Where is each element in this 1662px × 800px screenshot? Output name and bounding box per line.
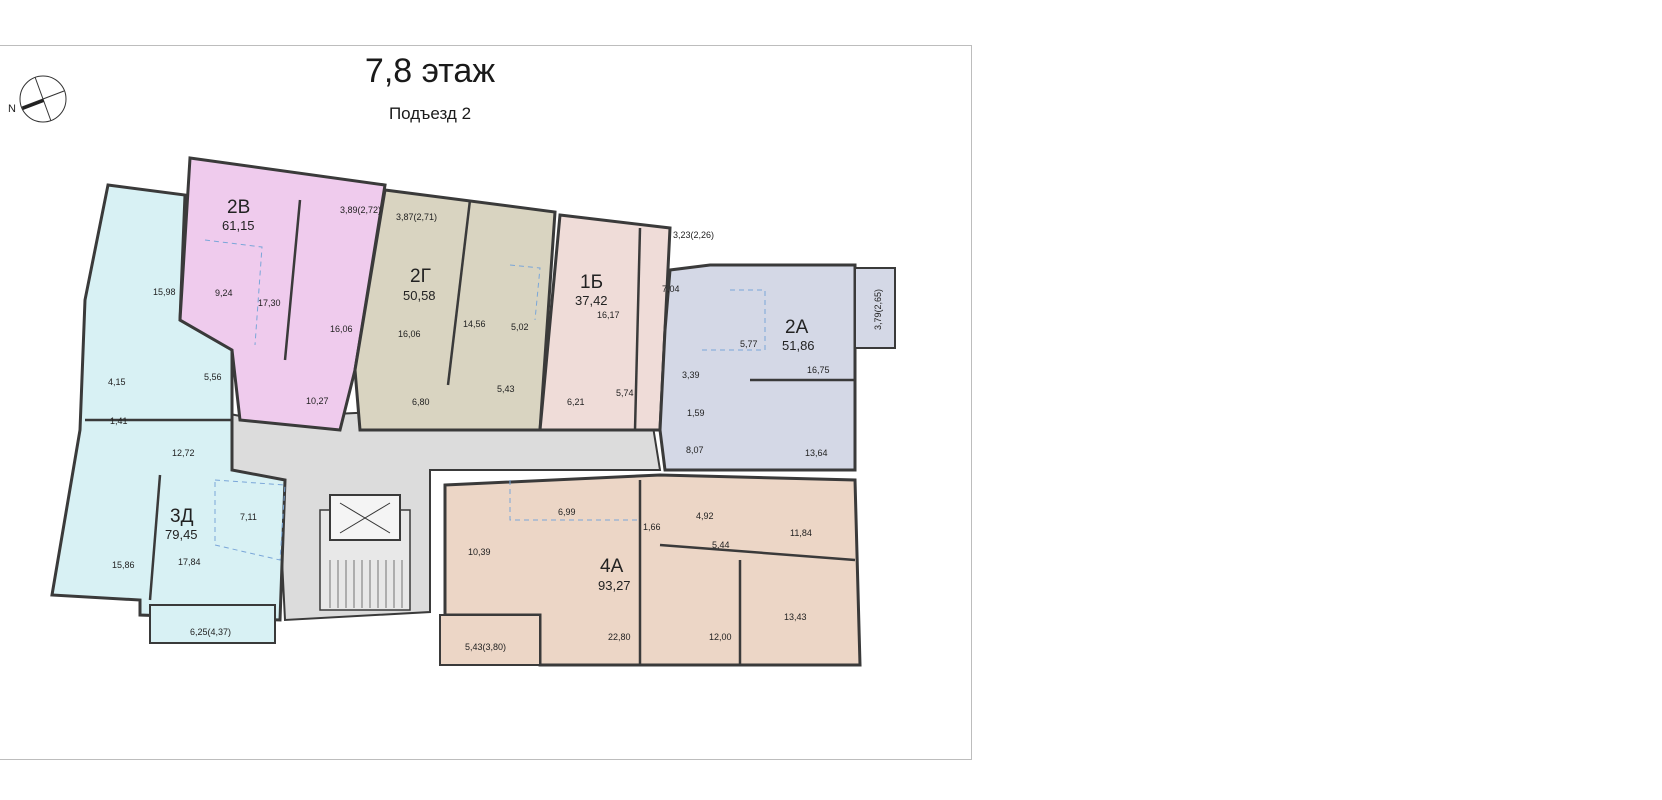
room-area: 4,15: [108, 377, 126, 387]
room-area: 1,66: [643, 522, 661, 532]
apartment-1b: [538, 213, 672, 432]
room-area: 5,43(3,80): [465, 642, 506, 652]
room-area: 3,39: [682, 370, 700, 380]
page-title: 7,8 этаж: [364, 52, 496, 90]
balcony-3d: [149, 604, 276, 644]
interior-walls: [85, 199, 856, 665]
room-area: 16,17: [597, 310, 620, 320]
room-area: 8,07: [686, 445, 704, 455]
stair-steps: [329, 560, 403, 608]
room-area: 15,98: [153, 287, 176, 297]
apt-2a-name: 2А: [785, 317, 809, 338]
apt-3d-area: 79,45: [165, 527, 198, 542]
room-area: 17,30: [258, 298, 281, 308]
room-area: 7,04: [662, 284, 680, 294]
apt-1b-name: 1Б: [580, 272, 603, 293]
balcony-2a: [854, 267, 896, 349]
room-area: 10,39: [468, 547, 491, 557]
room-area: 6,99: [558, 507, 576, 517]
apartment-2g: [353, 188, 557, 432]
room-area: 7,11: [240, 512, 257, 522]
room-area: 13,64: [805, 448, 828, 458]
zone-dividers: [204, 239, 766, 561]
room-area: 22,80: [608, 632, 631, 642]
room-area: 5,77: [740, 339, 758, 349]
room-area: 5,02: [511, 322, 529, 332]
apt-2v-area: 61,15: [222, 218, 255, 233]
room-area: 9,24: [215, 288, 233, 298]
apt-2v-name: 2В: [227, 197, 250, 218]
apt-2a-area: 51,86: [782, 338, 815, 353]
room-area: 14,56: [463, 319, 486, 329]
apt-2g-name: 2Г: [410, 266, 431, 287]
room-area: 3,89(2,72): [340, 205, 381, 215]
room-area: 6,21: [567, 397, 585, 407]
room-area: 3,87(2,71): [396, 212, 437, 222]
compass-icon: [19, 75, 67, 123]
room-area: 17,84: [178, 557, 201, 567]
room-area: 3,79(2,65): [873, 289, 883, 330]
compass-north-label: N: [8, 103, 16, 115]
room-area: 11,84: [790, 528, 812, 538]
room-area: 4,92: [696, 511, 714, 521]
room-area: 16,06: [398, 329, 421, 339]
room-area: 1,41: [110, 416, 128, 426]
apt-2g-area: 50,58: [403, 288, 436, 303]
room-area: 16,06: [330, 324, 353, 334]
apt-1b-area: 37,42: [575, 293, 608, 308]
room-area: 3,23(2,26): [673, 230, 714, 240]
floor-plan: 2В 61,15 2Г 50,58 1Б 37,42 2А 51,86 3Д 7…: [50, 156, 896, 667]
room-area: 5,56: [204, 372, 222, 382]
room-area: 16,75: [807, 365, 830, 375]
room-area: 5,74: [616, 388, 634, 398]
room-area: 5,43: [497, 384, 515, 394]
room-area: 6,80: [412, 397, 430, 407]
room-area: 12,72: [172, 448, 195, 458]
room-area: 5,44: [712, 540, 730, 550]
room-area: 10,27: [306, 396, 329, 406]
apt-3d-name: 3Д: [170, 506, 194, 527]
room-area: 6,25(4,37): [190, 627, 231, 637]
room-area: 13,43: [784, 612, 807, 622]
room-area: 15,86: [112, 560, 135, 570]
entrance-subtitle: Подъезд 2: [388, 104, 472, 123]
apt-4a-name: 4А: [600, 556, 624, 577]
room-area: 1,59: [687, 408, 705, 418]
apt-4a-area: 93,27: [598, 578, 631, 593]
room-area: 12,00: [709, 632, 732, 642]
balcony-4a: [439, 614, 541, 666]
